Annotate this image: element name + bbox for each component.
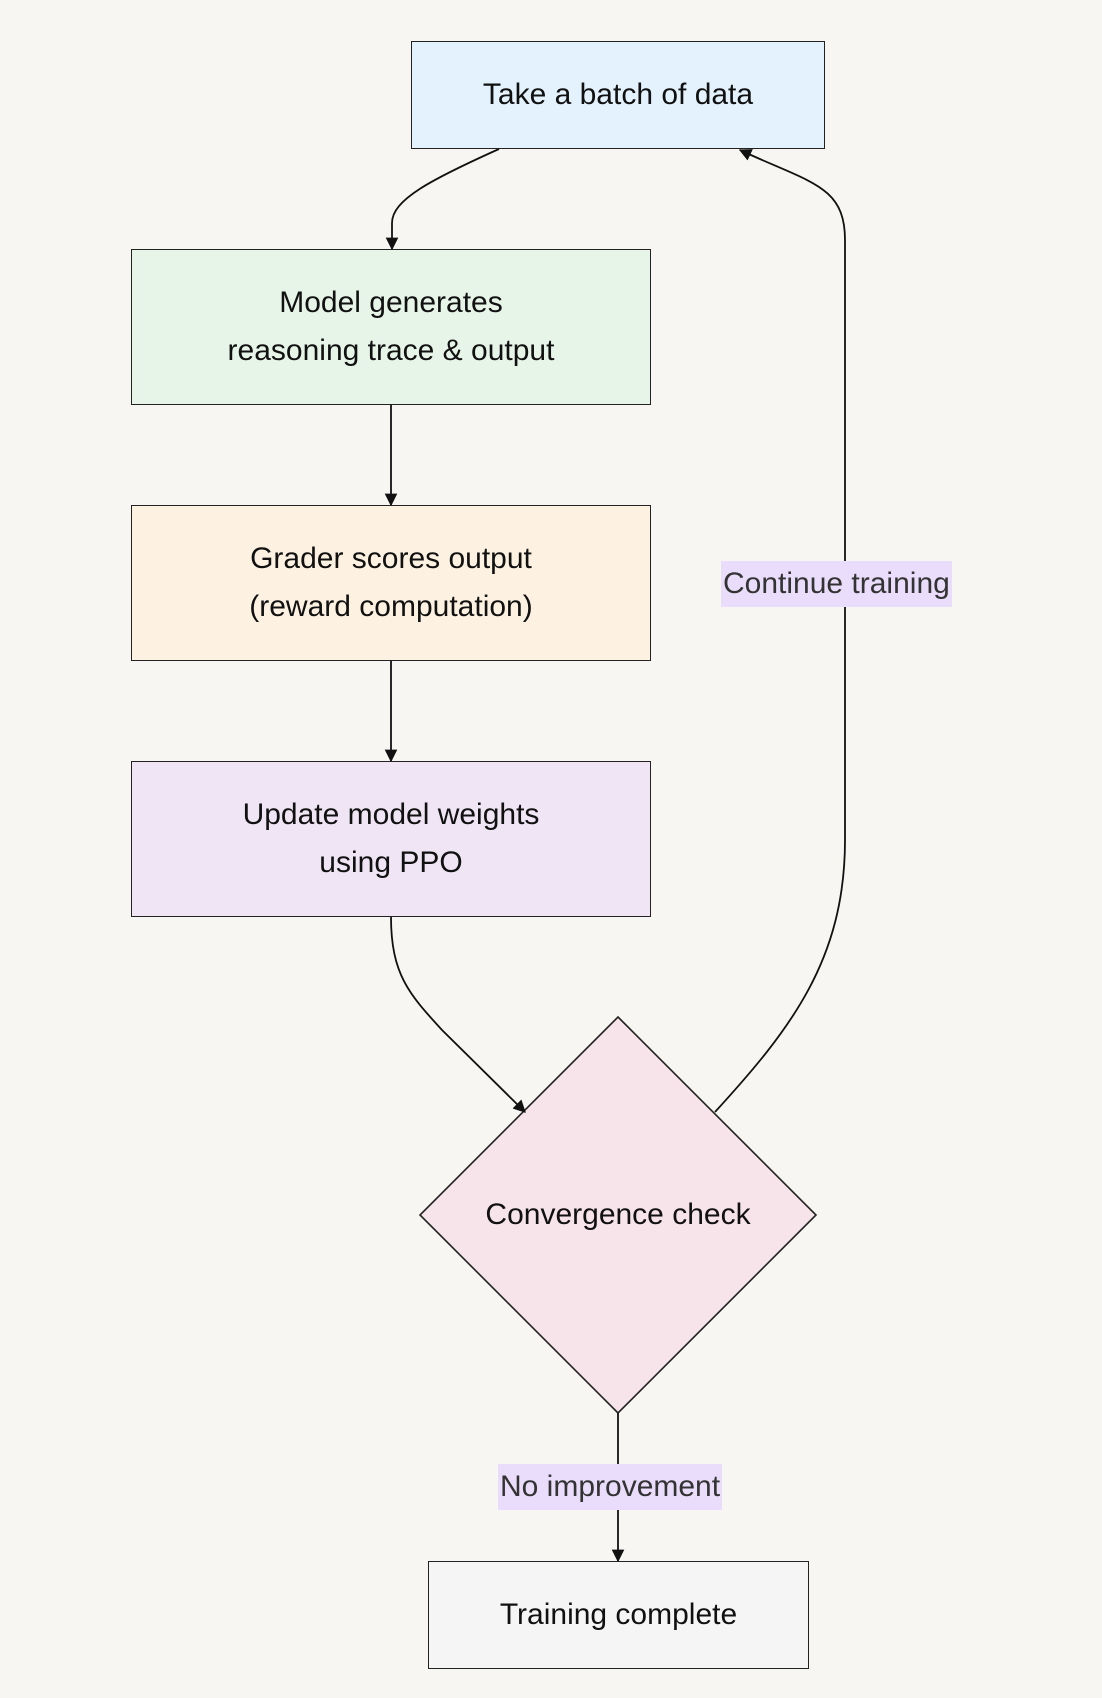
convergence-check-label: Convergence check — [485, 1198, 751, 1231]
node-grader-scores: Grader scores output (reward computation… — [131, 505, 651, 661]
edge-batch-to-generate — [385, 148, 500, 251]
node-grader-scores-line-1: Grader scores output — [250, 542, 532, 575]
node-update-weights: Update model weights using PPO — [131, 761, 651, 917]
edge-continue-training — [714, 149, 846, 1113]
edge-label-continue-training: Continue training — [721, 561, 952, 607]
node-training-complete: Training complete — [428, 1561, 809, 1669]
edge-update-to-convergence — [390, 916, 526, 1113]
node-update-weights-line-2: using PPO — [319, 846, 463, 879]
node-grader-scores-line-2: (reward computation) — [249, 590, 533, 623]
node-training-complete-label: Training complete — [499, 1598, 738, 1631]
edge-label-no-improvement: No improvement — [498, 1464, 723, 1510]
node-model-generates-line-2: reasoning trace & output — [227, 334, 555, 367]
node-model-generates-line-1: Model generates — [279, 286, 503, 319]
node-take-batch-label: Take a batch of data — [482, 78, 754, 111]
node-update-weights-line-1: Update model weights — [242, 798, 540, 831]
node-take-batch: Take a batch of data — [411, 41, 825, 149]
node-model-generates: Model generates reasoning trace & output — [131, 249, 651, 405]
